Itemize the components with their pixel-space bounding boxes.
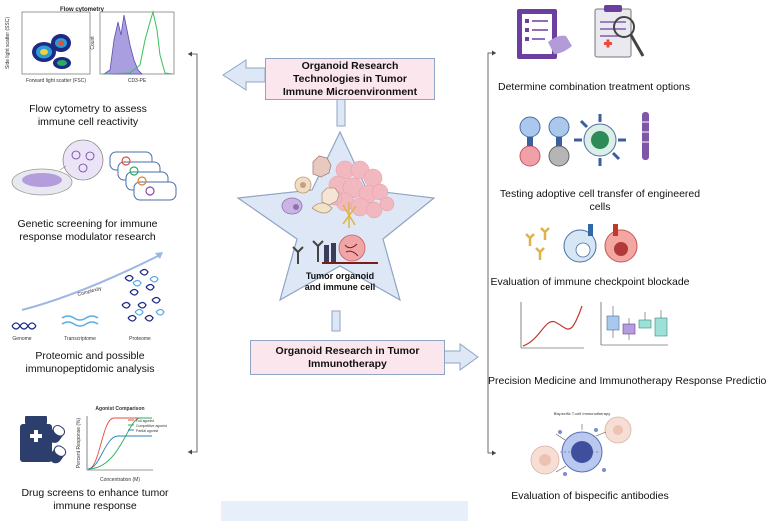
transcriptome-label: Transcriptome (64, 336, 96, 342)
bottom-bar (221, 501, 468, 521)
agonist-y-axis: Percent Response (%) (76, 418, 82, 469)
legend-partial-agonist: Partial agonist (136, 429, 158, 433)
right-item-5-label: Evaluation of bispecific antibodies (511, 490, 669, 502)
agonist-x-axis: Concentration (M) (100, 477, 140, 483)
left-item-1-label: Flow cytometry to assess immune cell rea… (29, 103, 147, 128)
right-item-1-label: Determine combination treatment options (497, 81, 690, 93)
bispecific-title: Bispecific T-cell Immunotherapy (554, 411, 610, 416)
flow-plot-title: Flow cytometry (60, 7, 105, 13)
tumor-immunotherapy-box: Organoid Research in Tumor Immunotherapy (250, 340, 445, 375)
left-item-2-label: Genetic screening for immune response mo… (17, 218, 158, 243)
proteome-label: Proteome (129, 336, 151, 342)
legend-full-agonist: Full agonist (136, 419, 154, 423)
flow-y-axis: Side light scatter (SSC) (5, 17, 11, 69)
right-item-2-label: Testing adoptive cell transfer of engine… (499, 188, 701, 213)
legend-competitive-agonist: Competitive agonist (136, 424, 167, 428)
flow-x-axis: Forward light scatter (FSC) (26, 78, 86, 84)
tme-technologies-box: Organoid Research Technologies in Tumor … (265, 58, 435, 100)
agonist-chart-title: Agonist Comparison (95, 406, 144, 412)
hist-y-axis: Count (90, 36, 96, 50)
right-item-3-label: Evaluation of immune checkpoint blockade (490, 276, 690, 288)
left-item-4-label: Drug screens to enhance tumor immune res… (21, 487, 169, 512)
left-item-3-label: Proteomic and possible immunopeptidomic … (25, 350, 155, 375)
hist-x-axis: CD3-PE (128, 78, 147, 84)
star-label: Tumor organoid and immune cell (304, 271, 376, 292)
genome-label: Genome (12, 336, 31, 342)
right-item-4-label: Precision Medicine and Immunotherapy Res… (488, 375, 767, 387)
